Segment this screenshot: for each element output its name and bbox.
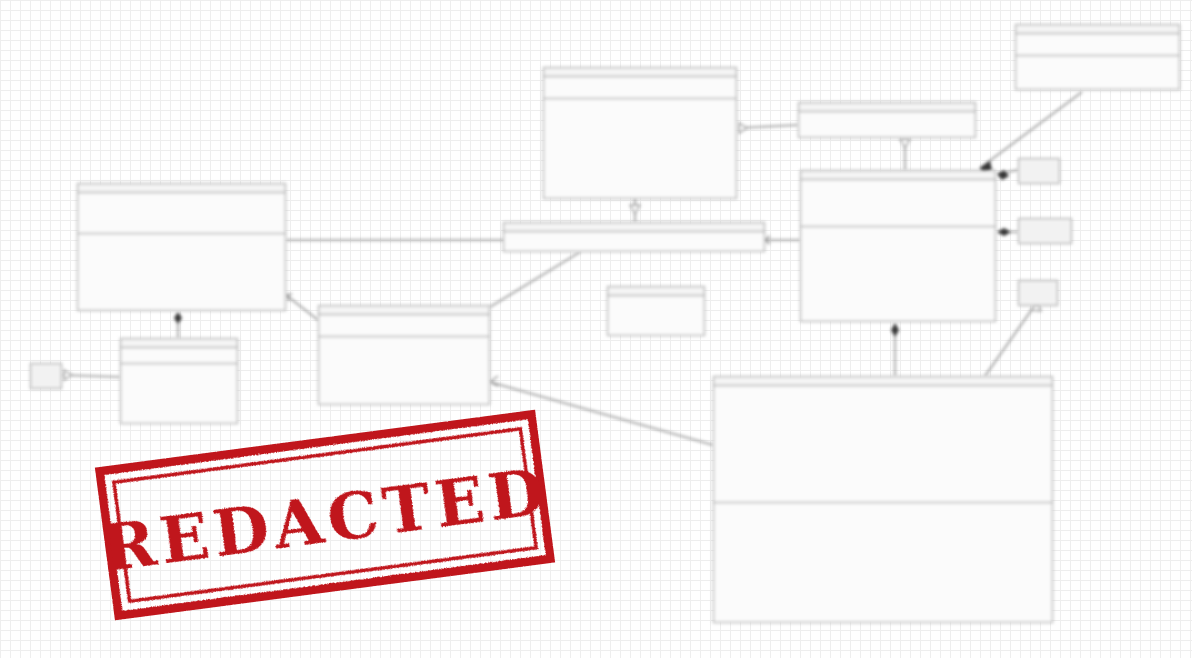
stamp-inner-border <box>111 426 539 604</box>
connector-line <box>984 304 1036 377</box>
connector-line <box>285 294 319 321</box>
uml-class-name <box>319 306 489 316</box>
uml-class-name <box>544 68 736 78</box>
uml-class-top-right-a <box>1015 24 1180 90</box>
inheritance-arrowhead <box>738 121 749 135</box>
uml-attribute <box>611 316 701 322</box>
uml-interface-name <box>1019 219 1071 230</box>
uml-operation <box>717 617 1049 622</box>
uml-class-center-adapter <box>503 222 765 252</box>
uml-operations <box>714 503 1052 622</box>
uml-class-name <box>799 103 975 113</box>
uml-operations <box>319 337 489 383</box>
uml-interface-name <box>1019 159 1059 170</box>
uml-class-left-lower <box>120 338 238 424</box>
inheritance-arrowhead <box>63 368 74 382</box>
uml-attribute <box>1019 48 1176 54</box>
connector-line <box>979 91 1083 169</box>
uml-operation <box>322 376 486 382</box>
uml-operations <box>121 364 237 404</box>
uml-operations <box>78 234 285 286</box>
uml-operation <box>1019 76 1176 82</box>
composition-diamond <box>997 170 1009 180</box>
uml-operation <box>547 176 733 182</box>
uml-attributes <box>801 180 995 228</box>
uml-attributes <box>1016 34 1179 57</box>
uml-operations <box>1016 56 1179 83</box>
uml-class-name <box>714 377 1052 387</box>
uml-class-top-center-right <box>798 102 976 138</box>
uml-attributes <box>799 112 975 120</box>
uml-attributes <box>78 193 285 235</box>
composition-diamond <box>174 312 182 324</box>
uml-class-name <box>608 287 704 297</box>
connector-line <box>489 381 714 446</box>
uml-interface-plain-b <box>1018 218 1072 244</box>
uml-interface-plain-a <box>1018 158 1060 184</box>
uml-interface-plain-d <box>30 363 62 389</box>
uml-attribute <box>802 113 972 119</box>
uml-class-right-main <box>800 170 996 322</box>
stamp-outer-border <box>94 409 556 621</box>
uml-attributes <box>608 296 704 323</box>
uml-attributes <box>319 315 489 338</box>
connector-line <box>737 124 799 129</box>
uml-class-name <box>1016 25 1179 35</box>
uml-interface-name <box>31 364 61 375</box>
arrowhead <box>284 293 293 302</box>
uml-attribute <box>507 233 761 239</box>
uml-attribute <box>124 356 234 362</box>
uml-attributes <box>504 232 764 240</box>
uml-operations <box>801 227 995 311</box>
uml-attributes <box>544 77 736 100</box>
inheritance-arrowhead <box>898 138 912 150</box>
uml-attributes <box>121 348 237 364</box>
uml-attribute <box>717 494 1049 500</box>
uml-operation <box>804 304 992 310</box>
uml-class-center-small <box>607 286 705 336</box>
uml-class-name <box>78 184 285 194</box>
connector-line <box>489 251 581 308</box>
uml-attribute <box>547 91 733 97</box>
uml-operation <box>81 279 282 285</box>
uml-attributes <box>714 386 1052 503</box>
uml-interface-name <box>1019 281 1057 292</box>
uml-class-top-center <box>543 67 737 199</box>
uml-class-left-middle <box>318 305 490 405</box>
uml-class-name <box>801 171 995 181</box>
arrowhead <box>488 375 499 387</box>
redacted-stamp: REDACTED <box>94 409 556 621</box>
uml-attribute <box>322 329 486 335</box>
uml-class-name <box>121 339 237 349</box>
uml-operations <box>544 99 736 183</box>
composition-diamond <box>997 228 1011 236</box>
inheritance-arrowhead <box>628 204 642 216</box>
uml-class-bottom-right-big <box>713 376 1053 623</box>
uml-interface-plain-c <box>1018 280 1058 306</box>
uml-attribute <box>804 219 992 225</box>
uml-class-left-large <box>77 183 286 311</box>
composition-diamond <box>891 323 899 337</box>
uml-class-name <box>504 223 764 233</box>
uml-attribute <box>81 226 282 232</box>
uml-operation <box>124 396 234 402</box>
